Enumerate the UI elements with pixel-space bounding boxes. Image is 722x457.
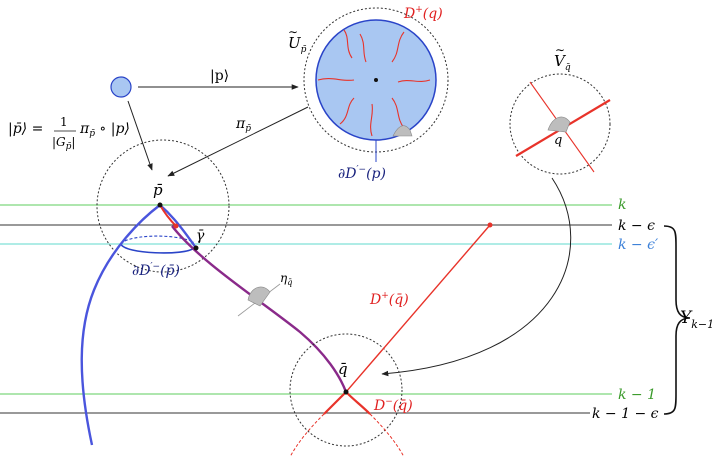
svg-text:Vq̄: Vq̄ (554, 52, 571, 73)
D-minus-qbar-left-dashed (289, 413, 325, 457)
label-q-small: q (554, 133, 562, 148)
blue-flow-curve (80, 204, 161, 446)
q-bar-point (343, 389, 349, 395)
label-p-ket: |p⟩ (210, 68, 229, 84)
D-minus-qbar-right-dashed (369, 413, 405, 457)
dD-minus-pbar-ellipse-front (120, 243, 195, 254)
p-bar-point (157, 202, 163, 208)
p-ket-disk (110, 76, 132, 98)
svg-text:1: 1 (60, 115, 68, 129)
D-plus-qbar-endpoint (487, 222, 493, 228)
label-level-k-minus-1-minus-eps: k − 1 − ϵ (592, 406, 659, 422)
D-minus-qbar-right (345, 391, 371, 415)
svg-text:|p̄⟩ =: |p̄⟩ = (8, 121, 43, 137)
U-tilde-center-point (374, 78, 378, 82)
svg-text:πp̄ ∘ |p⟩: πp̄ ∘ |p⟩ (79, 121, 130, 139)
gamma-point (193, 245, 199, 251)
svg-text:∼: ∼ (288, 25, 298, 39)
arrow-p-to-pbar (127, 100, 153, 171)
D-minus-qbar-left (323, 391, 347, 415)
label-Y: Yk−1 (680, 308, 714, 331)
label-p-bar-definition: |p̄⟩ = 1 |Gp̄| πp̄ ∘ |p⟩ (8, 115, 130, 152)
label-D-plus-q-top: D+(q) (403, 5, 443, 22)
label-V-tilde: Vq̄ ∼ (554, 43, 571, 73)
svg-text:Up̄: Up̄ (288, 34, 307, 55)
label-p-bar: p̄ (153, 181, 163, 199)
arrow-pi (167, 106, 309, 177)
Y-brace (663, 225, 691, 415)
D-plus-q-flow-lines (317, 29, 431, 137)
dD-minus-pbar-ellipse-back (120, 235, 195, 245)
D-plus-qbar-line (345, 224, 491, 393)
label-dD-minus-pbar: ∂D′−(p̄) (132, 262, 180, 279)
V-tilde-circle (509, 73, 611, 175)
gamma-red-dot (173, 223, 179, 229)
arrow-V-to-qbar (381, 177, 572, 377)
label-U-tilde: Up̄ ∼ (288, 25, 307, 55)
label-D-minus-qbar: D−(q̄) (373, 397, 413, 414)
U-tilde-grey-bump (392, 125, 413, 137)
label-level-k: k (618, 197, 626, 213)
label-D-plus-qbar: D+(q̄) (369, 291, 409, 308)
purple-gamma-curve (171, 225, 348, 393)
label-q-bar: q̄ (338, 360, 348, 378)
label-gamma-bar: γ̄ (196, 228, 205, 244)
label-level-k-minus-eps: k − ϵ (618, 218, 655, 234)
label-dD-minus-p: ∂D′−(p) (338, 165, 386, 182)
label-pi-pbar: πp̄ (235, 116, 251, 134)
label-eta: ηq̄ (280, 271, 292, 287)
label-level-k-minus-1: k − 1 (618, 387, 656, 403)
label-level-k-minus-epsprime: k − ϵ′ (618, 237, 659, 253)
svg-text:|Gp̄|: |Gp̄| (52, 135, 75, 152)
eta-grey-bump (247, 286, 271, 307)
V-tilde-grey-bump (547, 116, 571, 133)
p-bar-neighbourhood-circle (96, 139, 230, 273)
q-bar-neighbourhood-circle (289, 333, 403, 447)
svg-text:∼: ∼ (555, 43, 565, 57)
gamma-red-segment (159, 204, 177, 227)
